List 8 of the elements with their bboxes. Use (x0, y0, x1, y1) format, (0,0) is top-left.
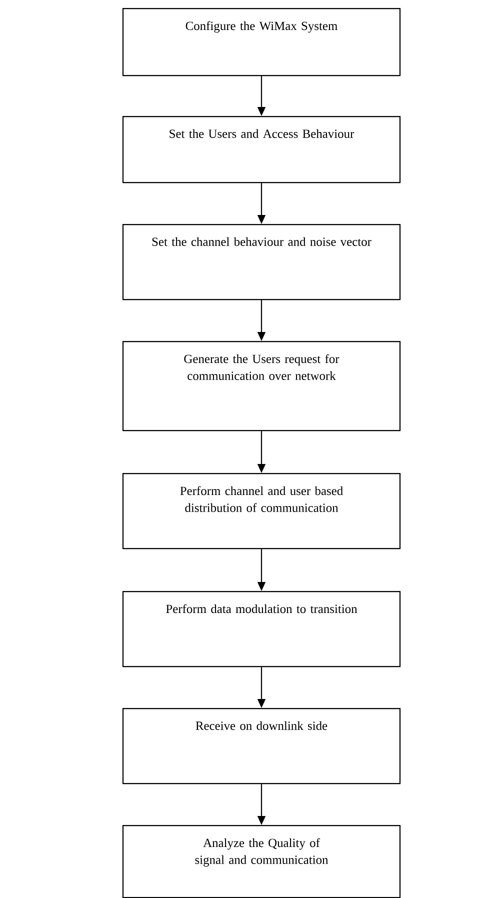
process-box: Generate the Users request for communication over network (122, 341, 401, 432)
process-box: Set the channel behaviour and noise vector (122, 224, 401, 300)
process-box: Receive on downlink side (122, 708, 401, 784)
process-box: Set the Users and Access Behaviour (122, 116, 401, 184)
process-box: Perform channel and user based distribution of communication (122, 473, 401, 550)
process-box: Perform data modulation to transition (122, 591, 401, 668)
process-box: Analyze the Quality of signal and communication (122, 825, 401, 898)
process-box: Configure the WiMax System (122, 8, 401, 76)
